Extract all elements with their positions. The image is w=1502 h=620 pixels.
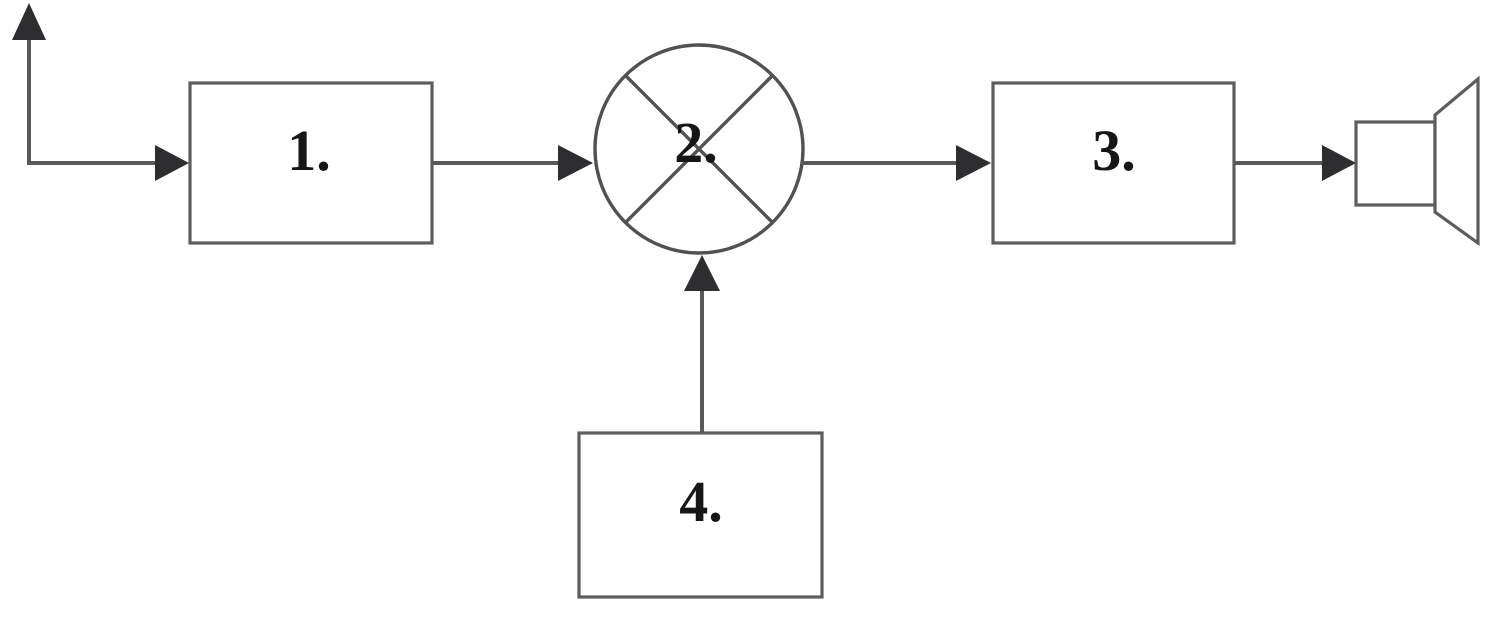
antenna-icon — [12, 3, 189, 181]
block-1-rectangle — [188, 81, 434, 245]
block-4-rectangle — [577, 431, 824, 599]
connector-arrowhead — [956, 145, 991, 181]
block-3: 3. — [991, 81, 1236, 245]
block-3-label: 3. — [1092, 118, 1136, 183]
connector-block1-to-mixer — [432, 145, 593, 181]
block-1: 1. — [188, 81, 434, 245]
block-4-label: 4. — [679, 469, 723, 534]
connector-arrowhead — [684, 255, 720, 291]
connector-mixer-to-block3 — [801, 145, 991, 181]
block-1-label: 1. — [287, 118, 331, 183]
connector-arrowhead — [558, 145, 593, 181]
connector-block3-to-speaker — [1234, 145, 1356, 181]
antenna-to-block1-arrowhead — [155, 145, 189, 181]
block-2-mixer: 2. — [593, 43, 805, 255]
block-2-label: 2. — [674, 110, 718, 175]
mixer-circle — [593, 43, 805, 255]
antenna-up-arrowhead — [12, 3, 46, 40]
connector-block4-to-mixer — [684, 255, 720, 433]
mixer-x-diagonal-2 — [624, 74, 774, 224]
speaker-body-rectangle — [1354, 120, 1437, 207]
block-3-rectangle — [991, 81, 1236, 245]
block-4: 4. — [577, 431, 824, 599]
loudspeaker-icon — [1354, 75, 1480, 247]
connector-arrowhead — [1322, 145, 1356, 181]
speaker-horn — [1433, 75, 1480, 247]
